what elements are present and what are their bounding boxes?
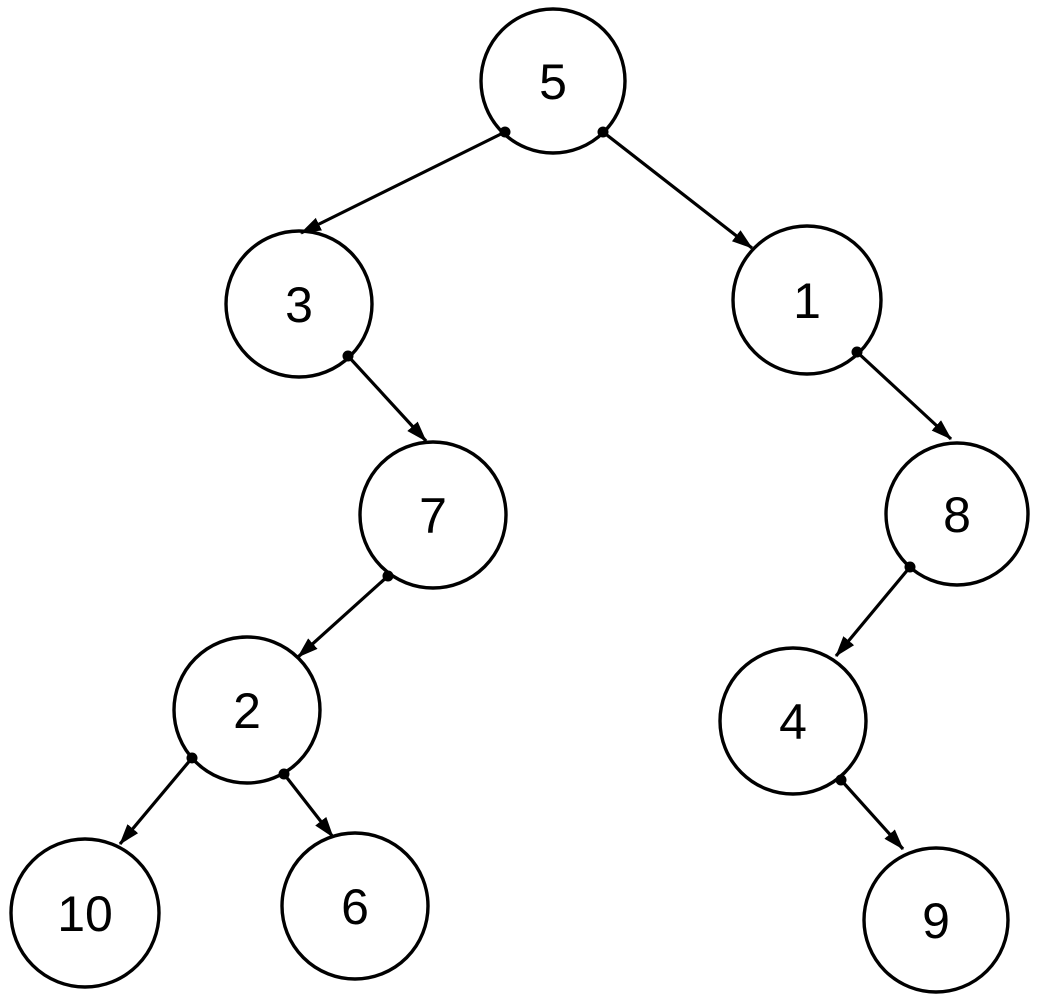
node-circle (9, 837, 161, 989)
edge-start-dot (835, 774, 847, 786)
edge-start-dot (342, 350, 354, 362)
node-circle (280, 831, 430, 981)
edge-line (296, 574, 390, 659)
tree-node-9: 9 (862, 846, 1010, 994)
edge-5-1 (597, 126, 753, 250)
edge-line (834, 565, 912, 658)
edge-start-dot (278, 768, 290, 780)
tree-node-2: 2 (172, 635, 322, 785)
tree-node-3: 3 (224, 229, 374, 379)
node-label: 9 (922, 893, 950, 949)
node-label: 7 (419, 488, 447, 544)
edge-4-9 (835, 774, 905, 851)
tree-node-6: 6 (280, 831, 430, 981)
tree-node-4: 4 (718, 646, 868, 796)
node-circle (358, 440, 508, 590)
tree-node-10: 10 (9, 837, 161, 989)
tree-node-7: 7 (358, 440, 508, 590)
edge-line (602, 130, 753, 250)
edge-5-3 (300, 126, 511, 235)
edge-start-dot (851, 346, 863, 358)
node-circle (224, 229, 374, 379)
tree-node-8: 8 (884, 441, 1030, 587)
node-circle (884, 441, 1030, 587)
edge-start-dot (904, 561, 916, 573)
node-label: 1 (793, 273, 821, 329)
node-label: 5 (539, 54, 567, 110)
edge-1-8 (851, 346, 953, 441)
edge-2-6 (278, 768, 335, 838)
edge-line (346, 354, 428, 443)
node-label: 4 (779, 694, 807, 750)
edge-start-dot (186, 752, 198, 764)
node-circle (479, 7, 627, 155)
tree-node-5: 5 (479, 7, 627, 155)
edge-start-dot (597, 126, 609, 138)
edge-line (300, 130, 506, 235)
edge-2-10 (118, 752, 198, 846)
node-label: 6 (341, 879, 369, 935)
edge-line (118, 756, 194, 846)
edge-line (855, 350, 953, 441)
node-circle (862, 846, 1010, 994)
node-circle (718, 646, 868, 796)
edge-8-4 (834, 561, 916, 658)
tree-node-1: 1 (731, 224, 883, 376)
node-circle (731, 224, 883, 376)
edge-line (839, 778, 905, 851)
edge-start-dot (382, 570, 394, 582)
edge-start-dot (499, 126, 511, 138)
edge-line (282, 773, 335, 838)
node-label: 8 (943, 487, 971, 543)
edge-3-7 (342, 350, 428, 443)
edge-7-2 (296, 570, 394, 659)
node-label: 2 (233, 683, 261, 739)
node-label: 3 (285, 277, 313, 333)
node-label: 10 (57, 886, 113, 942)
node-circle (172, 635, 322, 785)
